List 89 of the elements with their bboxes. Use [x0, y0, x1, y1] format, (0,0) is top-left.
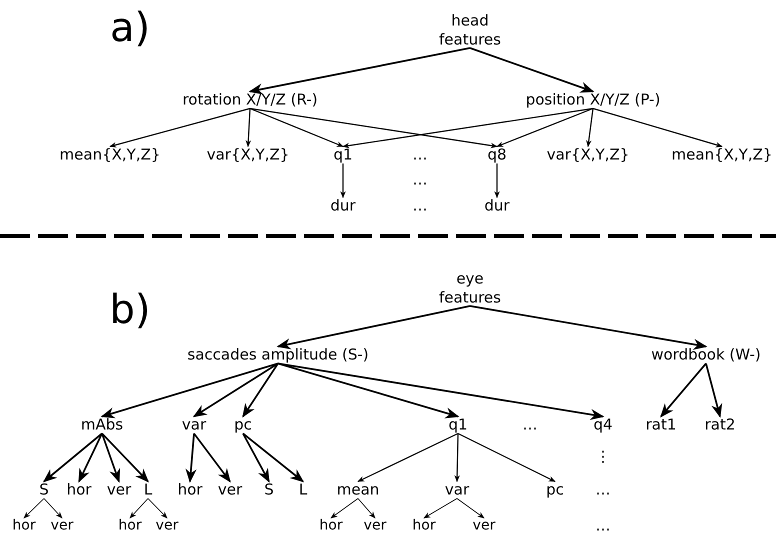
- arrow: [42, 432, 103, 482]
- node-label: mAbs: [80, 416, 124, 434]
- ellipsis: ⋮: [596, 450, 610, 464]
- arrow: [340, 164, 346, 198]
- arrow: [100, 362, 278, 418]
- node-label: rotation X/Y/Z (R-): [182, 90, 318, 110]
- arrow: [242, 433, 270, 483]
- arrow: [454, 433, 460, 482]
- arrow: [185, 433, 197, 483]
- node-label: var{X,Y,Z}: [546, 146, 630, 164]
- arrow: [494, 164, 500, 198]
- arrow: [109, 108, 250, 148]
- arrow: [458, 432, 556, 482]
- node-label: hor: [66, 480, 92, 500]
- arrow: [705, 363, 722, 418]
- node-label: ver: [50, 517, 74, 535]
- node-label: dur: [484, 196, 510, 216]
- panel-letter: b): [110, 290, 150, 330]
- arrow: [250, 108, 344, 148]
- node-label: L: [144, 480, 152, 500]
- node-label: ver: [472, 517, 496, 535]
- arrow: [242, 363, 279, 418]
- ellipsis: …: [412, 198, 428, 214]
- node-label: hor: [412, 517, 436, 535]
- arrow: [592, 108, 723, 148]
- arrow: [496, 108, 594, 148]
- arrow: [357, 432, 458, 482]
- arrow: [101, 433, 120, 483]
- ellipsis: …: [596, 482, 610, 498]
- arrow: [130, 498, 148, 519]
- node-label: hor: [178, 480, 202, 500]
- arrow: [278, 362, 604, 420]
- ellipsis: …: [522, 418, 538, 432]
- node-label: q1: [333, 146, 353, 164]
- arrow: [470, 305, 708, 350]
- node-label: ver: [218, 480, 242, 500]
- arrow: [660, 362, 707, 418]
- node-label: position X/Y/Z (P-): [526, 90, 660, 110]
- node-label: S: [264, 480, 274, 500]
- node-label: L: [298, 480, 308, 500]
- node-label: pc: [546, 480, 564, 500]
- node-label: ver: [156, 517, 178, 535]
- node-label: mean{X,Y,Z}: [60, 146, 160, 164]
- arrow: [276, 305, 470, 350]
- node-label: hor: [12, 517, 36, 535]
- arrow: [101, 432, 149, 482]
- arrow: [44, 498, 62, 519]
- arrow: [148, 498, 168, 518]
- ellipsis: …: [412, 172, 428, 188]
- node-label: eye features: [438, 269, 502, 307]
- arrow: [278, 362, 460, 418]
- ellipsis: …: [596, 518, 610, 534]
- node-label: S: [39, 480, 49, 500]
- arrow: [456, 498, 485, 518]
- arrow: [342, 108, 594, 148]
- node-label: mean{X,Y,Z}: [672, 146, 772, 164]
- node-label: var: [444, 480, 470, 500]
- panel-letter: a): [110, 8, 150, 48]
- node-label: mean: [336, 480, 380, 500]
- node-label: q4: [593, 416, 613, 434]
- node-label: dur: [330, 196, 356, 216]
- node-label: hor: [319, 517, 343, 535]
- arrow: [193, 432, 231, 483]
- arrow: [192, 362, 278, 418]
- arrow: [470, 47, 594, 93]
- arrow: [78, 433, 103, 483]
- arrow: [248, 47, 470, 95]
- node-label: hor: [118, 517, 142, 535]
- node-label: ver: [364, 517, 386, 535]
- node-label: q8: [487, 146, 507, 164]
- arrow: [330, 498, 358, 518]
- node-label: q1: [448, 416, 468, 434]
- arrow: [242, 432, 304, 482]
- node-label: ver: [106, 480, 132, 500]
- arrow: [586, 108, 594, 148]
- arrow: [246, 108, 252, 148]
- arrow: [423, 498, 458, 518]
- node-label: rat1: [646, 416, 676, 434]
- node-label: saccades amplitude (S-): [187, 346, 369, 364]
- node-label: pc: [234, 416, 252, 434]
- arrow: [24, 498, 44, 518]
- arrow: [358, 498, 376, 519]
- node-label: var{X,Y,Z}: [206, 146, 290, 164]
- node-label: var: [182, 416, 206, 434]
- node-label: head features: [438, 11, 502, 49]
- ellipsis: …: [412, 148, 428, 162]
- node-label: wordbook (W-): [651, 346, 761, 364]
- node-label: rat2: [704, 416, 736, 434]
- arrow: [250, 108, 498, 148]
